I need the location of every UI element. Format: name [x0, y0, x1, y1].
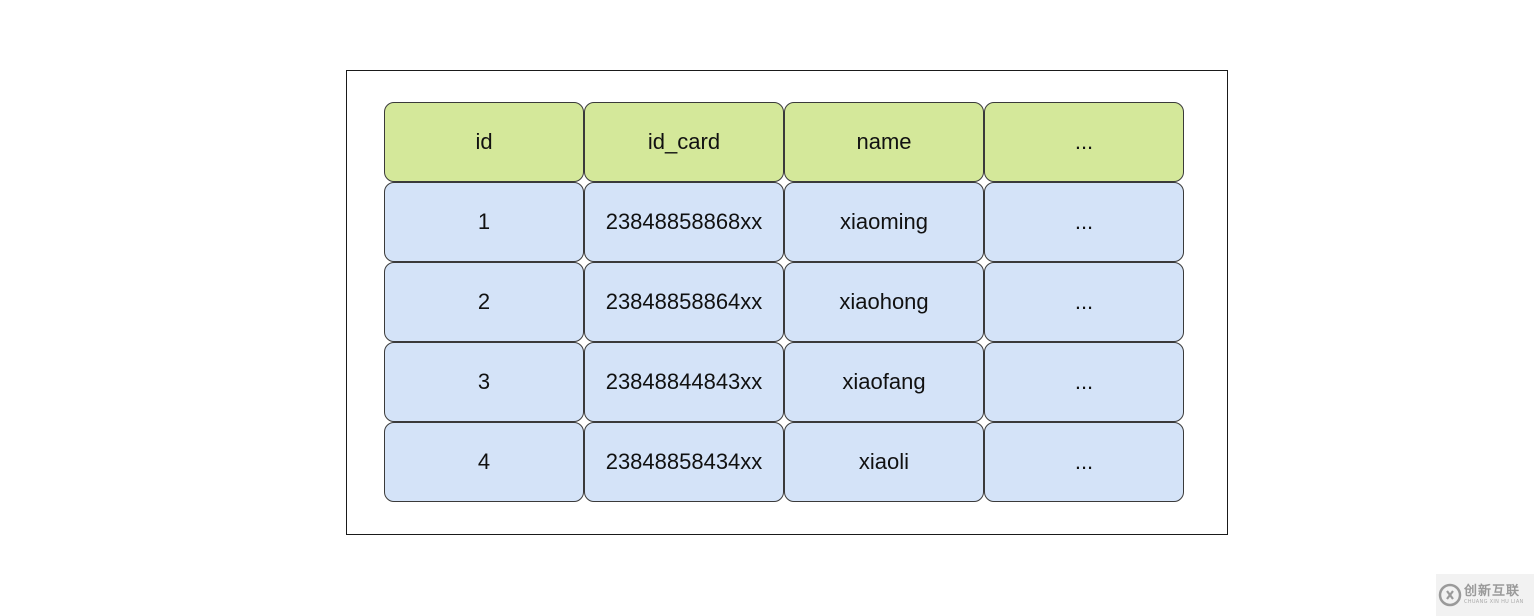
table-cell: xiaoming	[784, 182, 984, 262]
cx-logo-icon	[1438, 583, 1462, 607]
watermark: 创新互联 CHUANG XIN HU LIAN	[1436, 574, 1534, 616]
header-cell-id-card: id_card	[584, 102, 784, 182]
table-cell: ...	[984, 422, 1184, 502]
table-cell: 23848858864xx	[584, 262, 784, 342]
watermark-text: 创新互联 CHUANG XIN HU LIAN	[1464, 585, 1524, 605]
table-cell: 3	[384, 342, 584, 422]
table-cell: 1	[384, 182, 584, 262]
table-cell: 23848844843xx	[584, 342, 784, 422]
table-cell: 23848858434xx	[584, 422, 784, 502]
table-cell: 23848858868xx	[584, 182, 784, 262]
table-cell: ...	[984, 182, 1184, 262]
header-cell-id: id	[384, 102, 584, 182]
table-cell: 4	[384, 422, 584, 502]
table-grid: id id_card name ... 1 23848858868xx xiao…	[384, 102, 1186, 504]
table-cell: 2	[384, 262, 584, 342]
table-cell: xiaofang	[784, 342, 984, 422]
table-cell: xiaoli	[784, 422, 984, 502]
table-cell: ...	[984, 342, 1184, 422]
table-cell: xiaohong	[784, 262, 984, 342]
table-cell: ...	[984, 262, 1184, 342]
header-cell-more: ...	[984, 102, 1184, 182]
watermark-text-cn: 创新互联	[1464, 584, 1521, 599]
header-cell-name: name	[784, 102, 984, 182]
watermark-text-en: CHUANG XIN HU LIAN	[1464, 599, 1524, 605]
